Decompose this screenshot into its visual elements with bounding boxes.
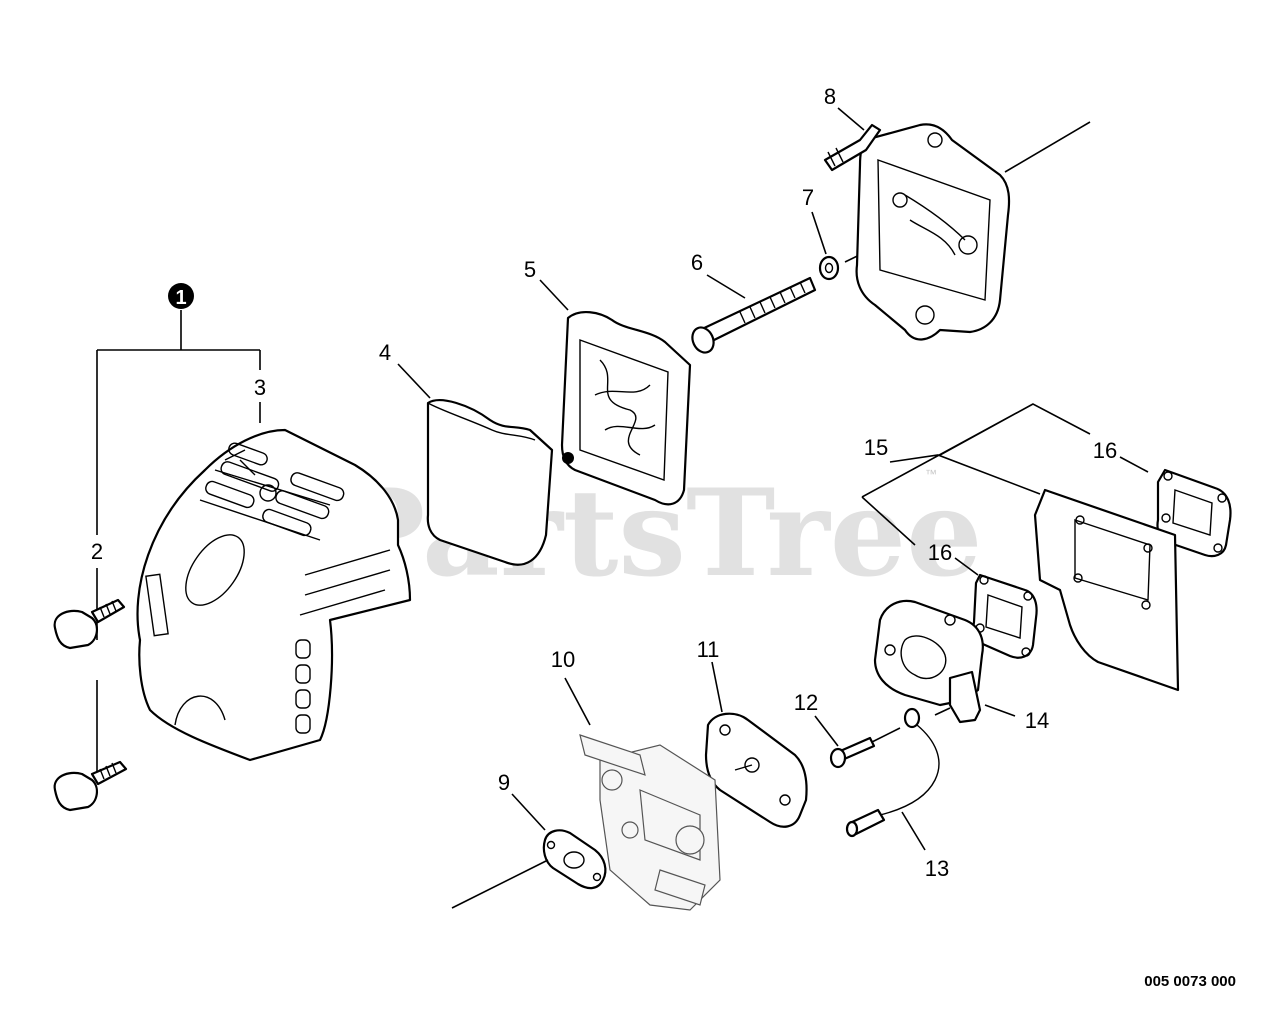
part-7-washer — [818, 255, 840, 281]
part-4-air-filter — [426, 399, 554, 566]
leader-11 — [711, 661, 723, 713]
part-14-insulator — [873, 599, 984, 724]
callout-5: 5 — [524, 257, 536, 282]
part-3-cover — [136, 428, 412, 762]
leader-4 — [397, 363, 431, 399]
leader-8 — [837, 107, 865, 131]
callout-11: 11 — [697, 637, 720, 662]
callout-8: 8 — [824, 84, 836, 109]
part-13-ground-wire — [845, 707, 940, 838]
part-10-carburetor — [579, 734, 721, 911]
part-2-knob-lower — [53, 760, 128, 812]
leader-5 — [539, 279, 569, 311]
callout-group-1: 1 — [96, 283, 261, 535]
part-2-knob-upper — [53, 598, 126, 650]
callout-6: 6 — [691, 250, 703, 275]
leader-7 — [811, 211, 827, 255]
leader-6 — [706, 274, 746, 299]
leader-13 — [901, 811, 926, 851]
leader-10 — [564, 677, 591, 726]
callout-1: 1 — [175, 287, 186, 309]
callout-3: 3 — [254, 375, 266, 400]
callout-12: 12 — [794, 690, 818, 715]
callout-16b: 16 — [928, 540, 952, 565]
callout-7: 7 — [802, 185, 814, 210]
drawing-number: 005 0073 000 — [1144, 973, 1236, 990]
part-6-bolt — [691, 276, 817, 354]
callout-10: 10 — [551, 647, 575, 672]
leader-8-axis — [1004, 121, 1091, 173]
leader-1 — [96, 310, 261, 535]
callout-2: 2 — [91, 539, 103, 564]
callout-13: 13 — [925, 856, 949, 881]
callout-1-marker — [168, 283, 194, 309]
callout-15: 15 — [864, 435, 888, 460]
leader-16a — [1119, 456, 1149, 473]
leader-15-16 — [861, 403, 1091, 546]
leader-9 — [451, 793, 549, 909]
callout-4: 4 — [379, 340, 391, 365]
callout-14: 14 — [1025, 708, 1049, 733]
part-15-plate — [1033, 488, 1180, 692]
part-12-screw — [829, 736, 876, 769]
part-5-filter-element — [560, 311, 692, 506]
leader-12 — [814, 715, 901, 747]
leader-16b — [954, 557, 979, 576]
watermark-trademark: ™ — [925, 467, 937, 481]
callout-9: 9 — [498, 770, 510, 795]
callout-16a: 16 — [1093, 438, 1117, 463]
part-11-gasket — [704, 712, 808, 828]
part-8-air-cleaner-base — [823, 123, 1011, 341]
part-9-gasket — [542, 829, 607, 890]
leader-14-axis — [934, 707, 951, 716]
leader-14 — [984, 704, 1016, 717]
